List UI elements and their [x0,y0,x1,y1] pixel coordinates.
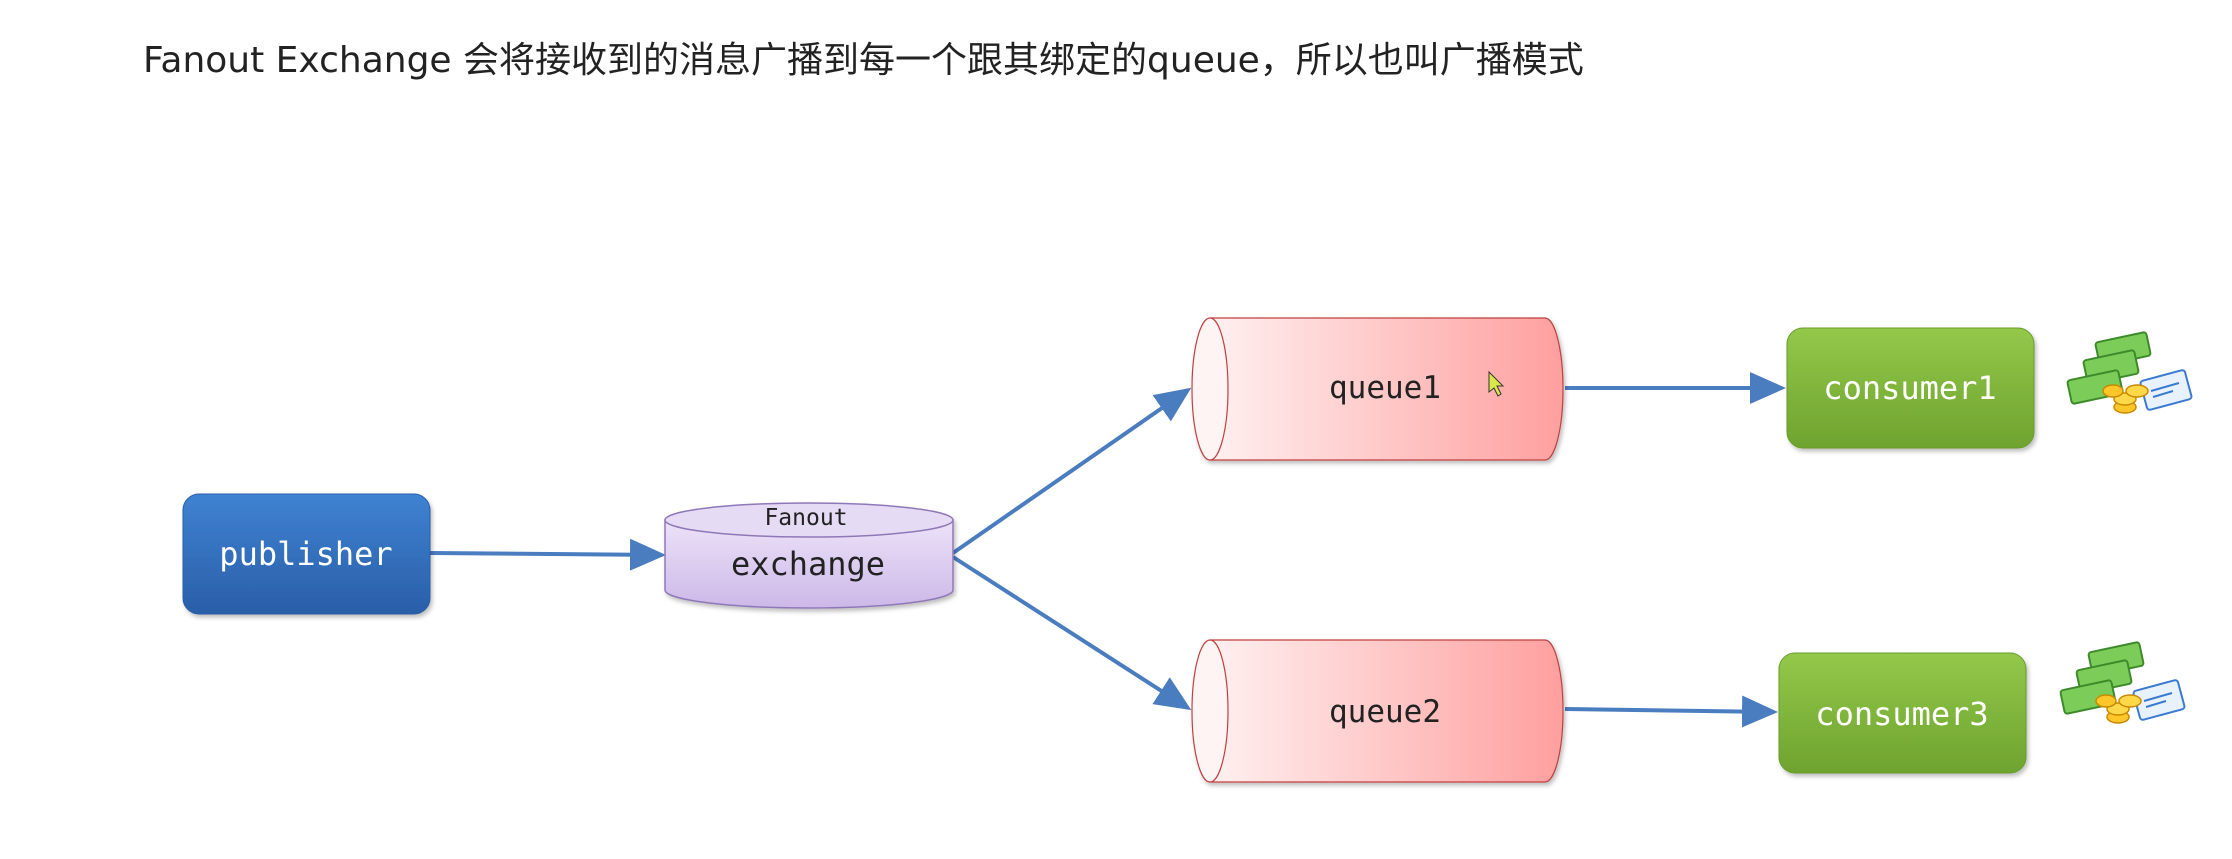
arrow-queue2-to-consumer3 [1564,695,1778,728]
page-title: Fanout Exchange 会将接收到的消息广播到每一个跟其绑定的queue… [143,40,1584,81]
publisher-node [182,493,431,615]
arrow-exchange-to-queue2 [951,555,1192,711]
publisher-label: publisher [219,535,392,573]
exchange-label: exchange [731,545,885,583]
exchange-type-label: Fanout [764,505,847,531]
arrow-publisher-to-exchange [429,538,666,571]
money-icon [2059,641,2186,724]
consumer1-node [1786,327,2035,449]
cursor-icon [1488,370,1505,397]
queue2-node [1191,639,1564,783]
consumer1-label: consumer1 [1823,369,1996,407]
queue1-label: queue1 [1329,370,1441,406]
consumer3-node [1778,652,2027,774]
exchange-node [664,502,954,609]
queue1-node [1191,317,1564,461]
connectors [429,372,1786,728]
money-icon [2066,331,2193,414]
queue2-label: queue2 [1329,694,1441,730]
consumer3-label: consumer3 [1815,695,1988,733]
arrow-exchange-to-queue1 [951,387,1192,555]
